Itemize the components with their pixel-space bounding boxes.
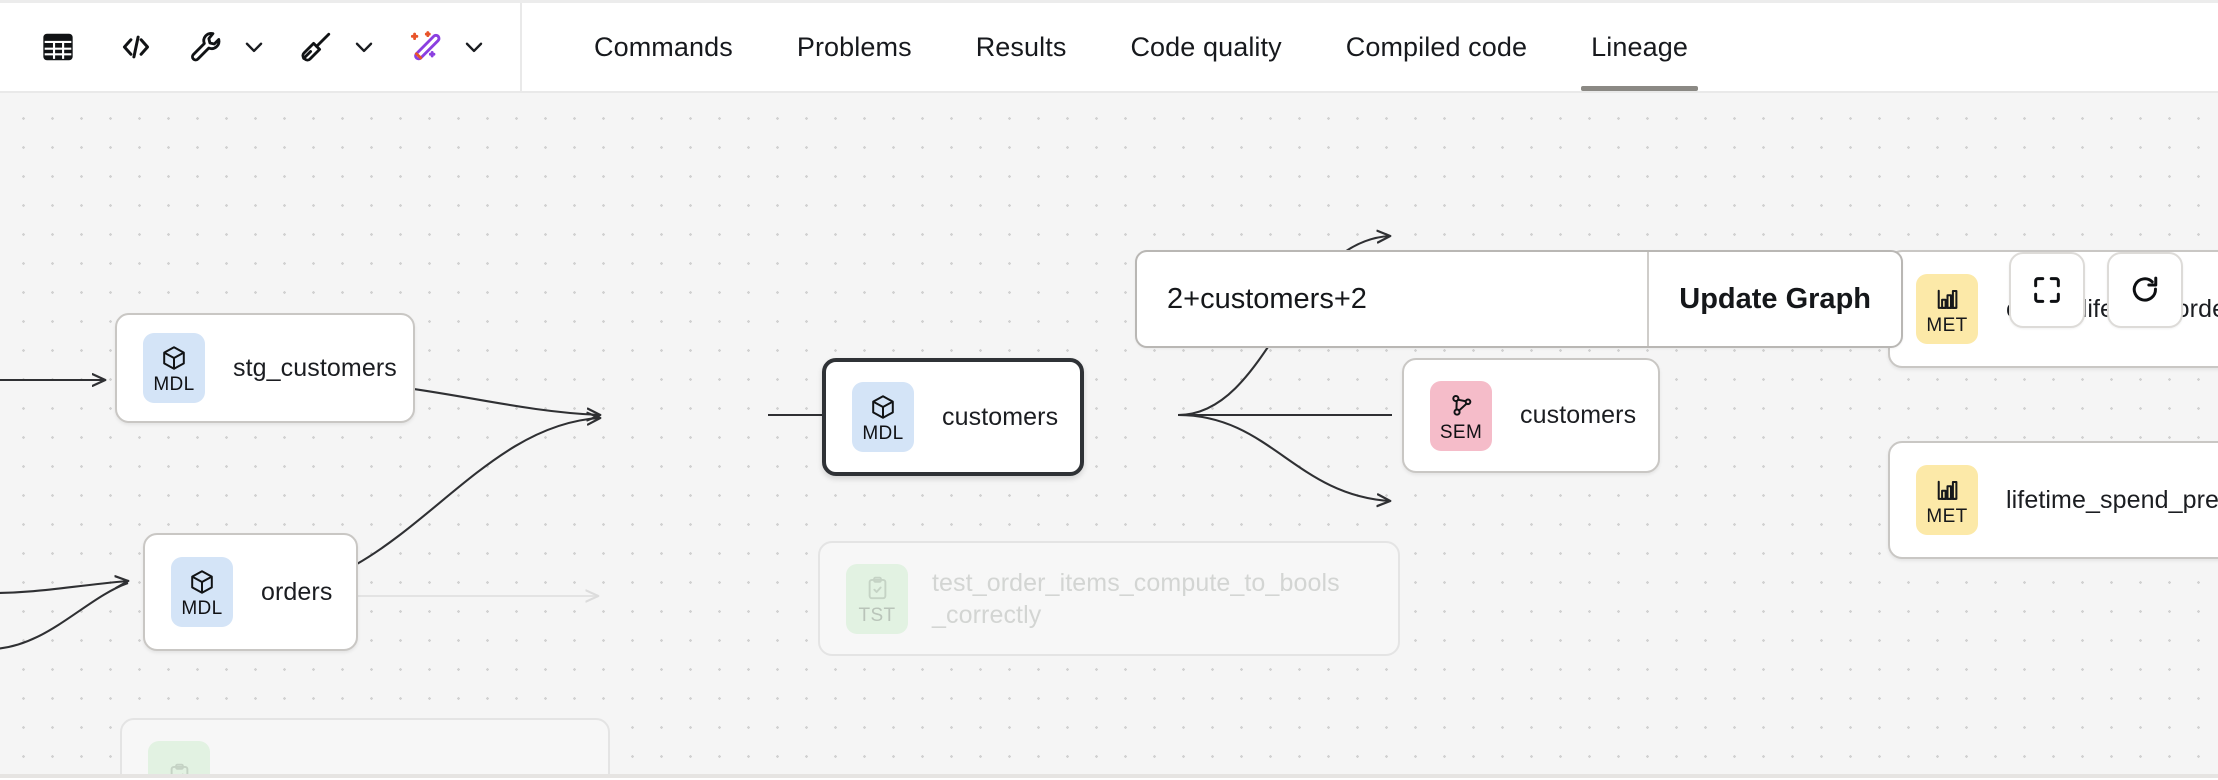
lineage-canvas[interactable]: MDL stg_customers MDL orders (0, 93, 2218, 778)
tab-label: Lineage (1591, 31, 1688, 62)
badge-met: MET (1916, 274, 1978, 344)
node-lifetime-spend-pretax[interactable]: MET lifetime_spend_pretax (1888, 441, 2218, 559)
chevron-down-icon[interactable] (454, 19, 494, 75)
cube-icon (869, 391, 897, 423)
badge-code: MET (1926, 315, 1968, 336)
code-view-icon[interactable] (108, 19, 164, 75)
cube-icon (188, 566, 216, 598)
refresh-button[interactable] (2107, 252, 2183, 328)
tab-underline (584, 86, 743, 91)
badge-code: MDL (181, 598, 223, 619)
lineage-selector-bar: Update Graph (1135, 250, 1903, 348)
lineage-selector-input[interactable] (1137, 252, 1650, 346)
node-label: orders (261, 577, 333, 606)
tab-code-quality[interactable]: Code quality (1098, 3, 1313, 91)
cube-icon (160, 342, 188, 374)
canvas-controls (2009, 252, 2183, 328)
tab-lineage[interactable]: Lineage (1559, 3, 1720, 91)
tab-label: Commands (594, 31, 733, 62)
editor-tool-group (0, 3, 522, 91)
edge-sem-to-lifetime-spend-pretax (1177, 413, 1390, 501)
badge-code: MDL (153, 374, 195, 395)
tab-underline (966, 86, 1077, 91)
tab-label: Compiled code (1345, 31, 1528, 62)
badge-tst: TST (846, 563, 908, 634)
chevron-down-icon[interactable] (234, 19, 274, 75)
tab-label: Results (975, 31, 1067, 62)
update-graph-button[interactable]: Update Graph (1679, 282, 1871, 315)
panel-tabs: Commands Problems Results Code quality C… (562, 3, 1720, 91)
tab-underline (1120, 86, 1291, 91)
tab-problems[interactable]: Problems (765, 3, 944, 91)
node-label: customers (1520, 401, 1637, 429)
badge-mdl: MDL (171, 557, 233, 627)
node-label: test_order_items_compute_to_bools _correc… (932, 567, 1340, 631)
badge-code: MET (1926, 506, 1968, 527)
wrench-icon[interactable] (178, 19, 234, 75)
fit-view-button[interactable] (2009, 252, 2085, 328)
node-customers-model[interactable]: MDL customers (822, 358, 1084, 476)
bar-chart-icon (1934, 474, 1961, 506)
node-label: lifetime_spend_pretax (2006, 485, 2218, 514)
badge-code: SEM (1439, 421, 1483, 443)
edge-in-orders-a (0, 581, 128, 594)
bar-chart-icon (1934, 283, 1961, 315)
magic-wand-icon[interactable] (398, 19, 454, 75)
tools-dropdown[interactable] (178, 19, 274, 75)
table-view-icon[interactable] (30, 19, 86, 75)
node-label-line2: _correctly (932, 600, 1042, 629)
clipboard-check-icon (864, 573, 891, 605)
node-orders[interactable]: MDL orders (143, 533, 358, 651)
format-dropdown[interactable] (288, 19, 384, 75)
badge-met: MET (1916, 465, 1978, 535)
badge-code: MDL (862, 423, 904, 444)
tab-underline (1336, 86, 1537, 91)
edge-in-orders-b (0, 582, 129, 650)
ai-assist-dropdown[interactable] (398, 19, 494, 75)
tab-commands[interactable]: Commands (562, 3, 765, 91)
node-label: customers (942, 402, 1059, 431)
canvas-bottom-edge (0, 774, 2218, 778)
node-test-order-items[interactable]: TST test_order_items_compute_to_bools _co… (818, 541, 1400, 656)
node-offscreen-test-partial[interactable] (120, 718, 610, 778)
node-label-line1: test_order_items_compute_to_bools (932, 568, 1340, 597)
badge-sem: SEM (1430, 380, 1492, 451)
node-customers-semantic[interactable]: SEM customers (1402, 358, 1660, 473)
badge-code: TST (858, 604, 896, 626)
badge-mdl: MDL (852, 382, 914, 452)
tab-underline (787, 86, 922, 91)
node-label: stg_customers (233, 353, 397, 382)
tab-label: Problems (796, 31, 912, 62)
broom-icon[interactable] (288, 19, 344, 75)
badge-mdl: MDL (143, 333, 205, 403)
top-toolbar: Commands Problems Results Code quality C… (0, 0, 2218, 93)
tab-underline (1581, 86, 1698, 91)
network-graph-icon (1447, 390, 1475, 422)
tab-compiled-code[interactable]: Compiled code (1314, 3, 1559, 91)
tab-label: Code quality (1130, 31, 1282, 62)
badge-tst (148, 740, 210, 778)
lineage-edges (0, 93, 1392, 650)
chevron-down-icon[interactable] (344, 19, 384, 75)
node-stg-customers[interactable]: MDL stg_customers (115, 313, 415, 423)
tab-results[interactable]: Results (944, 3, 1099, 91)
